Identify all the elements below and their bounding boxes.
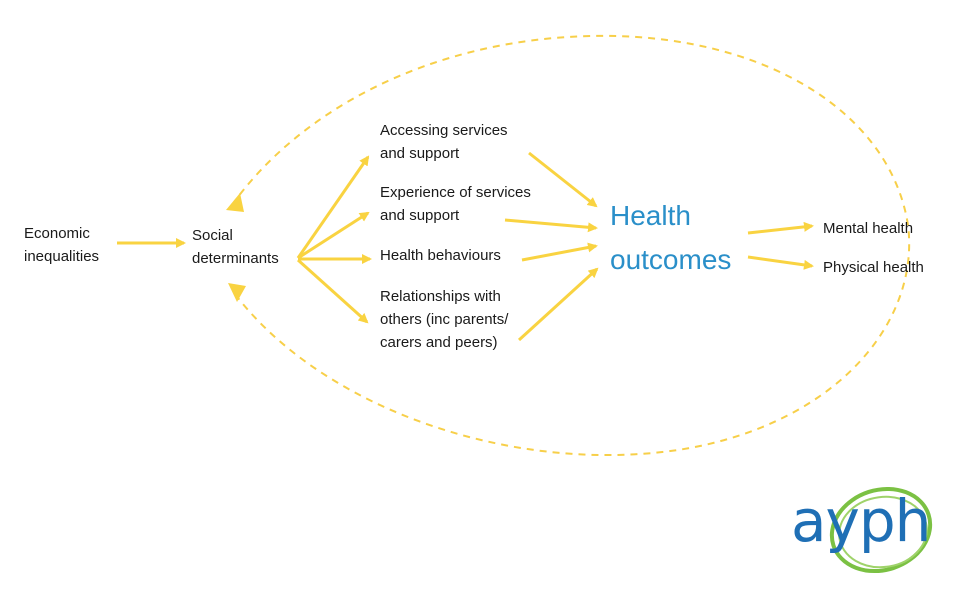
arrow-outcomes-to-mental (747, 221, 814, 235)
node-accessing-services: Accessing services and support (380, 119, 508, 165)
node-experience-of-services: Experience of services and support (380, 181, 531, 227)
node-relationships: Relationships with others (inc parents/ … (380, 285, 508, 354)
node-relationships-line1: Relationships with (380, 288, 501, 305)
loop-arrowhead-bottom (228, 283, 246, 302)
node-economic-line2: inequalities (24, 248, 100, 265)
node-health-behaviours: Health behaviours (380, 244, 501, 267)
arrow-behaviours-to-outcomes (521, 242, 598, 262)
arrow-social-to-accessing (296, 155, 370, 259)
node-health-outcomes: Health outcomes (610, 194, 731, 282)
ayph-logo: ayph (785, 478, 945, 578)
node-social-line1: Social (192, 227, 233, 244)
loop-arrowhead-top (226, 193, 244, 212)
node-accessing-line1: Accessing services (380, 122, 508, 139)
node-outcomes-line1: Health (610, 200, 691, 231)
arrow-social-to-experience (297, 211, 370, 260)
arrow-accessing-to-outcomes (528, 151, 598, 208)
feedback-loop-dashed (231, 34, 911, 457)
node-experience-line2: and support (380, 207, 460, 224)
node-social-line2: determinants (192, 250, 279, 267)
node-mental-health: Mental health (823, 217, 913, 240)
node-social-determinants: Social determinants (192, 224, 279, 270)
arrow-experience-to-outcomes (504, 218, 598, 233)
logo-swoosh (829, 486, 933, 574)
node-behaviours-line1: Health behaviours (380, 247, 501, 264)
arrow-social-to-relationships (296, 258, 369, 324)
node-relationships-line3: carers and peers) (380, 334, 498, 351)
arrow-outcomes-to-physical (747, 255, 814, 270)
node-experience-line1: Experience of services (380, 184, 531, 201)
node-economic-line1: Economic (24, 225, 90, 242)
node-mental-line1: Mental health (823, 220, 914, 237)
logo-text: ayph (791, 487, 931, 555)
node-physical-health: Physical health (823, 256, 924, 279)
node-accessing-line2: and support (380, 145, 460, 162)
node-physical-line1: Physical health (823, 259, 924, 276)
arrow-relationships-to-outcomes (517, 267, 599, 342)
node-relationships-line2: others (inc parents/ (380, 311, 509, 328)
node-economic-inequalities: Economic inequalities (24, 222, 99, 268)
node-outcomes-line2: outcomes (610, 244, 732, 275)
